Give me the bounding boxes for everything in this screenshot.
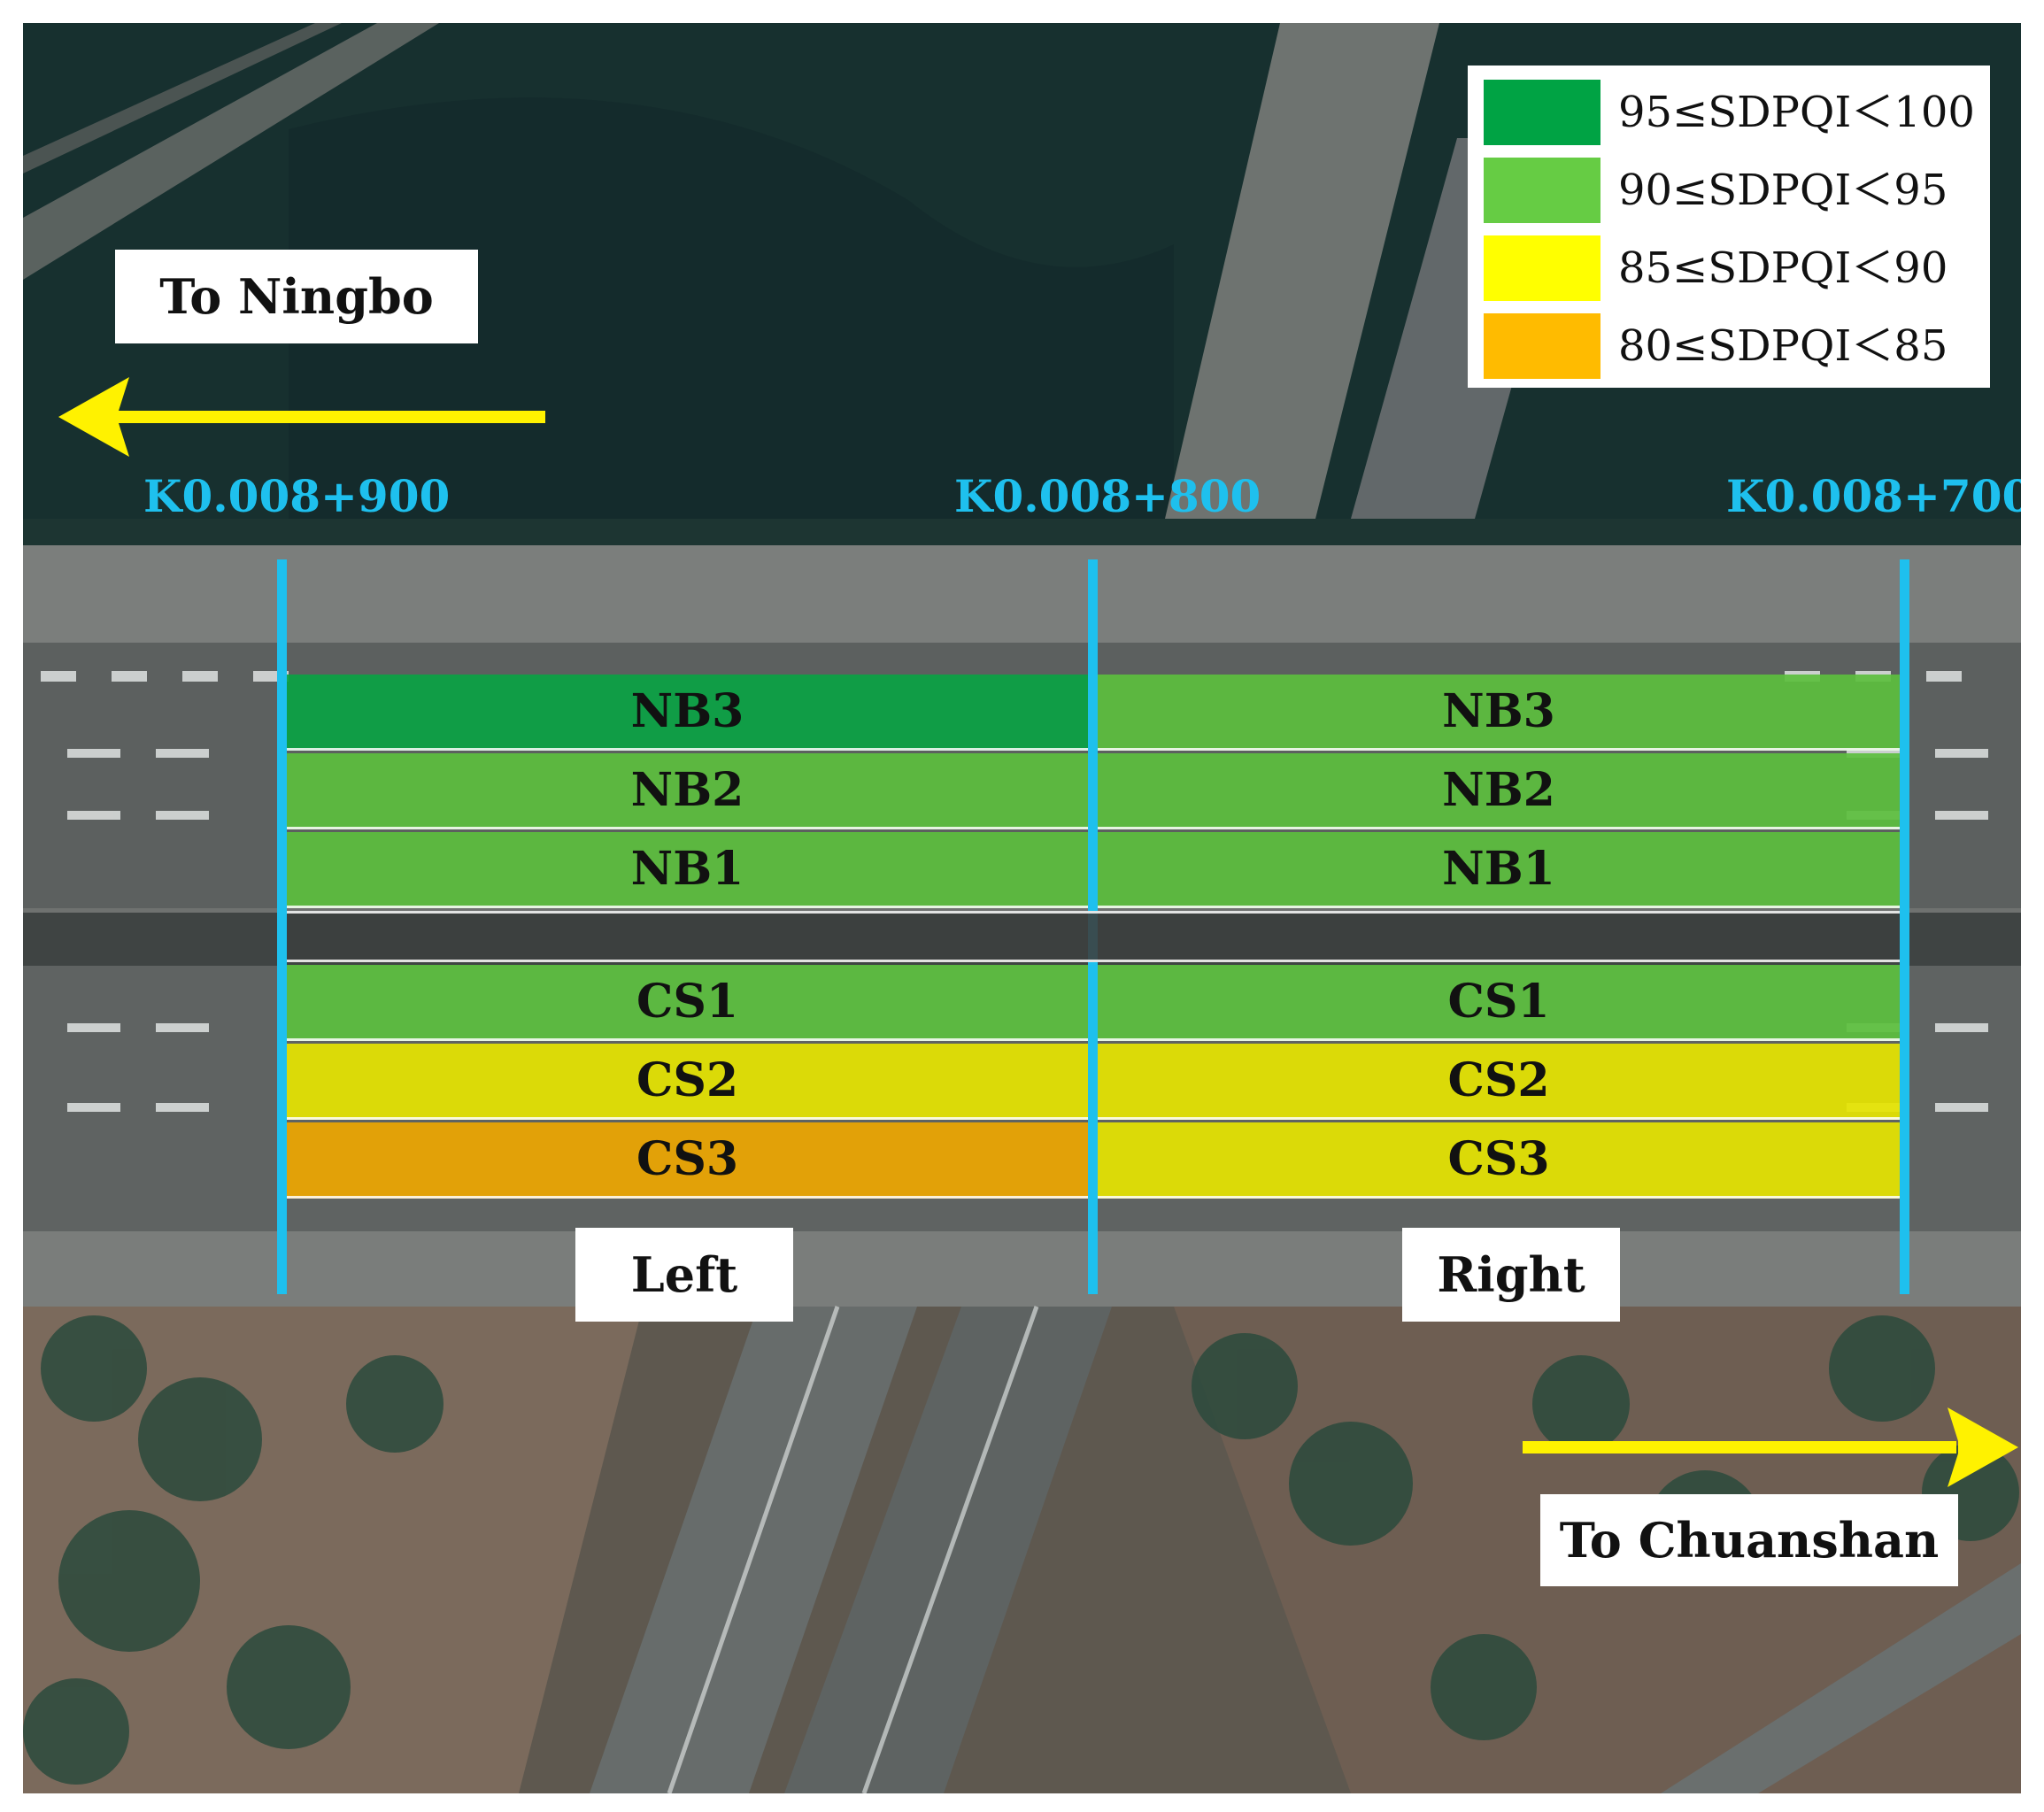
lane-nb2-left: NB2: [287, 753, 1088, 829]
lane-cs1-right: CS1: [1098, 965, 1900, 1041]
lane-label: NB1: [1442, 842, 1555, 896]
legend-label: 90≤SDPQI＜95: [1618, 166, 1948, 215]
section-text-left: Left: [630, 1246, 738, 1303]
section-label-left: Left: [575, 1228, 793, 1322]
direction-label-left: To Ningbo: [115, 250, 478, 343]
legend-swatch: [1484, 158, 1600, 223]
station-label-3: K0.008+700: [1726, 470, 2021, 522]
section-label-right: Right: [1402, 1228, 1620, 1322]
station-marker-1: [277, 559, 287, 1294]
lane-cs1-left: CS1: [287, 965, 1088, 1041]
legend: 95≤SDPQI＜100 90≤SDPQI＜95 85≤SDPQI＜90 80≤…: [1468, 66, 1990, 388]
legend-swatch: [1484, 235, 1600, 301]
lane-label: CS1: [636, 975, 739, 1029]
legend-item-2: 90≤SDPQI＜95: [1484, 158, 1979, 223]
direction-text-left: To Ningbo: [159, 268, 434, 325]
lane-nb2-right: NB2: [1098, 753, 1900, 829]
median-strip: [287, 911, 1900, 962]
lane-label: NB2: [630, 763, 744, 817]
lane-label: NB3: [630, 684, 744, 738]
lane-nb3-left: NB3: [287, 675, 1088, 751]
legend-item-3: 85≤SDPQI＜90: [1484, 235, 1979, 301]
legend-swatch: [1484, 313, 1600, 379]
lane-label: CS2: [1447, 1053, 1550, 1107]
direction-label-right: To Chuanshan: [1540, 1494, 1958, 1586]
lane-label: CS2: [636, 1053, 739, 1107]
station-label-1: K0.008+900: [143, 470, 451, 522]
legend-item-1: 95≤SDPQI＜100: [1484, 80, 1979, 145]
legend-swatch: [1484, 80, 1600, 145]
lane-label: NB2: [1442, 763, 1555, 817]
lane-cs2-left: CS2: [287, 1044, 1088, 1120]
lane-label: CS3: [1447, 1132, 1550, 1186]
lane-nb3-right: NB3: [1098, 675, 1900, 751]
lane-cs3-left: CS3: [287, 1122, 1088, 1199]
station-marker-3: [1900, 559, 1909, 1294]
lane-nb1-left: NB1: [287, 832, 1088, 908]
arrow-right-icon: [1523, 1407, 2018, 1487]
lane-label: NB3: [1442, 684, 1555, 738]
legend-label: 85≤SDPQI＜90: [1618, 243, 1948, 293]
legend-label: 95≤SDPQI＜100: [1618, 88, 1975, 137]
lane-label: CS1: [1447, 975, 1550, 1029]
section-text-right: Right: [1437, 1246, 1585, 1303]
station-label-2: K0.008+800: [954, 470, 1261, 522]
legend-item-4: 80≤SDPQI＜85: [1484, 313, 1979, 379]
lane-cs2-right: CS2: [1098, 1044, 1900, 1120]
arrow-left-icon: [58, 377, 545, 457]
lane-label: NB1: [630, 842, 744, 896]
legend-label: 80≤SDPQI＜85: [1618, 321, 1948, 371]
lane-label: CS3: [636, 1132, 739, 1186]
lane-nb1-right: NB1: [1098, 832, 1900, 908]
lane-cs3-right: CS3: [1098, 1122, 1900, 1199]
direction-text-right: To Chuanshan: [1559, 1512, 1940, 1569]
satellite-map: To Ningbo To Chuanshan K0.008+900 K0.008…: [23, 23, 2021, 1793]
